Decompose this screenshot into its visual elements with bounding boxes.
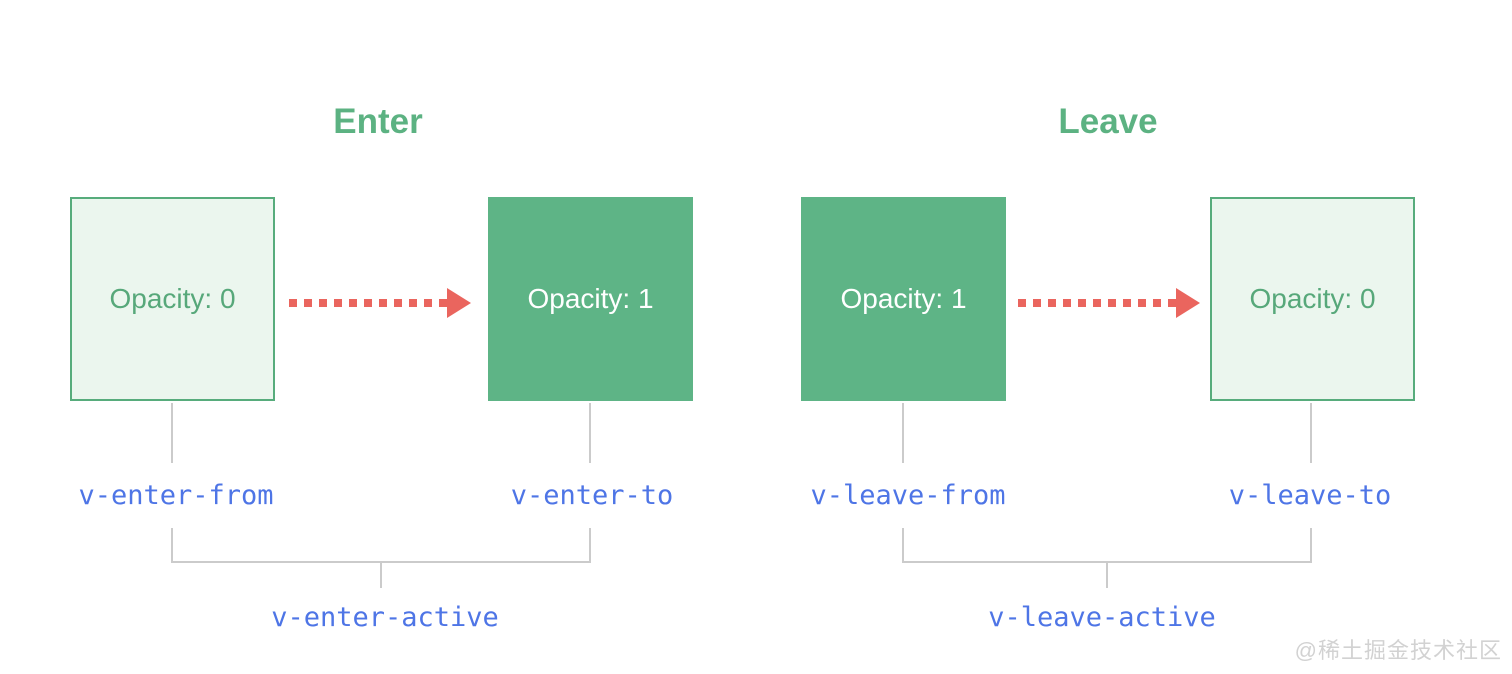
- watermark: @稀土掘金技术社区: [1294, 638, 1502, 663]
- connector-line: [589, 403, 591, 463]
- enter-from-box: Opacity: 0: [70, 197, 275, 401]
- enter-to-box-label: Opacity: 1: [527, 283, 654, 314]
- bracket-stem: [1106, 561, 1108, 588]
- leave-to-class-label: v-leave-to: [1228, 480, 1392, 511]
- enter-to-box: Opacity: 1: [488, 197, 693, 401]
- enter-from-box-label: Opacity: 0: [109, 283, 236, 314]
- arrow-head-icon: [1176, 288, 1200, 318]
- connector-line: [1310, 403, 1312, 463]
- leave-from-box-label: Opacity: 1: [840, 283, 967, 314]
- connector-line: [902, 403, 904, 463]
- arrow-dashes: [1018, 299, 1176, 307]
- arrow-head-icon: [447, 288, 471, 318]
- enter-to-class-label: v-enter-to: [510, 480, 674, 511]
- leave-from-box: Opacity: 1: [801, 197, 1006, 401]
- leave-from-class-label: v-leave-from: [810, 480, 1006, 511]
- leave-to-box: Opacity: 0: [1210, 197, 1415, 401]
- enter-heading: Enter: [333, 102, 423, 141]
- enter-from-class-label: v-enter-from: [78, 480, 274, 511]
- leave-active-class-label: v-leave-active: [988, 602, 1216, 633]
- leave-active-bracket: [902, 528, 1312, 563]
- enter-active-class-label: v-enter-active: [271, 602, 499, 633]
- connector-line: [171, 403, 173, 463]
- enter-active-bracket: [171, 528, 591, 563]
- bracket-stem: [380, 561, 382, 588]
- arrow-dashes: [289, 299, 447, 307]
- leave-heading: Leave: [1058, 102, 1158, 141]
- leave-to-box-label: Opacity: 0: [1249, 283, 1376, 314]
